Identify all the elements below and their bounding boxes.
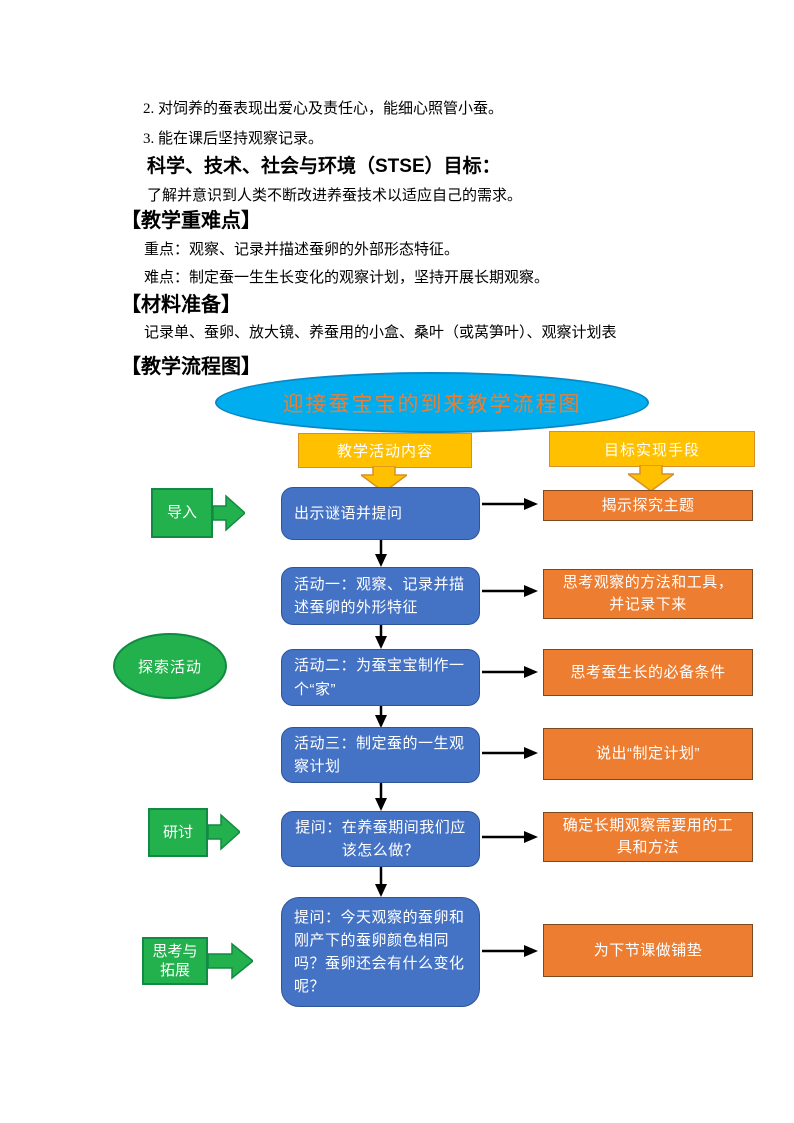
- outcome-box-2: 思考观察的方法和工具，并记录下来: [543, 569, 753, 619]
- black-right-arrow-icon: [482, 945, 538, 957]
- flowchart-title-ellipse: 迎接蚕宝宝的到来教学流程图: [215, 372, 649, 433]
- black-down-arrow-icon: [375, 625, 387, 649]
- green-right-arrow-icon: [213, 494, 245, 532]
- green-right-arrow-icon: [208, 813, 240, 851]
- section-heading-key-points: 【教学重难点】: [121, 210, 261, 232]
- stse-heading: 科学、技术、社会与环境（STSE）目标：: [147, 156, 501, 177]
- key-point-line: 重点：观察、记录并描述蚕卵的外部形态特征。: [144, 242, 460, 258]
- outcome-box-3: 思考蚕生长的必备条件: [543, 649, 753, 696]
- stse-body: 了解并意识到人类不断改进养蚕技术以适应自己的需求。: [147, 188, 523, 204]
- attitude-item-2: 2. 对饲养的蚕表现出爱心及责任心，能细心照管小蚕。: [143, 101, 504, 117]
- yellow-down-arrow-icon: [361, 466, 407, 492]
- column-header-means: 目标实现手段: [549, 431, 755, 467]
- yellow-down-arrow-icon: [628, 465, 674, 491]
- black-right-arrow-icon: [482, 666, 538, 678]
- stage-discuss: 研讨: [148, 808, 208, 857]
- column-header-activities: 教学活动内容: [298, 433, 472, 468]
- activity-box-3: 活动二：为蚕宝宝制作一个“家”: [281, 649, 480, 706]
- stage-think-extend: 思考与拓展: [142, 937, 208, 985]
- difficult-point-line: 难点：制定蚕一生生长变化的观察计划，坚持开展长期观察。: [144, 270, 550, 286]
- activity-box-5: 提问：在养蚕期间我们应该怎么做？: [281, 811, 480, 867]
- activity-box-1: 出示谜语并提问: [281, 487, 480, 540]
- activity-box-6: 提问：今天观察的蚕卵和刚产下的蚕卵颜色相同吗？蚕卵还会有什么变化呢？: [281, 897, 480, 1007]
- black-right-arrow-icon: [482, 747, 538, 759]
- stage-explore: 探索活动: [113, 633, 227, 699]
- section-heading-materials: 【材料准备】: [121, 294, 241, 316]
- black-down-arrow-icon: [375, 540, 387, 567]
- black-right-arrow-icon: [482, 831, 538, 843]
- activity-box-2: 活动一：观察、记录并描述蚕卵的外形特征: [281, 567, 480, 625]
- section-heading-flowchart: 【教学流程图】: [121, 356, 261, 378]
- outcome-box-4: 说出“制定计划”: [543, 728, 753, 780]
- outcome-box-1: 揭示探究主题: [543, 490, 753, 521]
- materials-line: 记录单、蚕卵、放大镜、养蚕用的小盒、桑叶（或莴笋叶）、观察计划表: [144, 325, 617, 341]
- black-down-arrow-icon: [375, 783, 387, 811]
- black-right-arrow-icon: [482, 585, 538, 597]
- green-right-arrow-icon: [208, 942, 253, 980]
- outcome-box-5: 确定长期观察需要用的工具和方法: [543, 812, 753, 862]
- stage-intro: 导入: [151, 488, 213, 538]
- outcome-box-6: 为下节课做铺垫: [543, 924, 753, 977]
- activity-box-4: 活动三：制定蚕的一生观察计划: [281, 727, 480, 783]
- black-right-arrow-icon: [482, 498, 538, 510]
- black-down-arrow-icon: [375, 867, 387, 897]
- attitude-item-3: 3. 能在课后坚持观察记录。: [143, 131, 324, 147]
- black-down-arrow-icon: [375, 706, 387, 728]
